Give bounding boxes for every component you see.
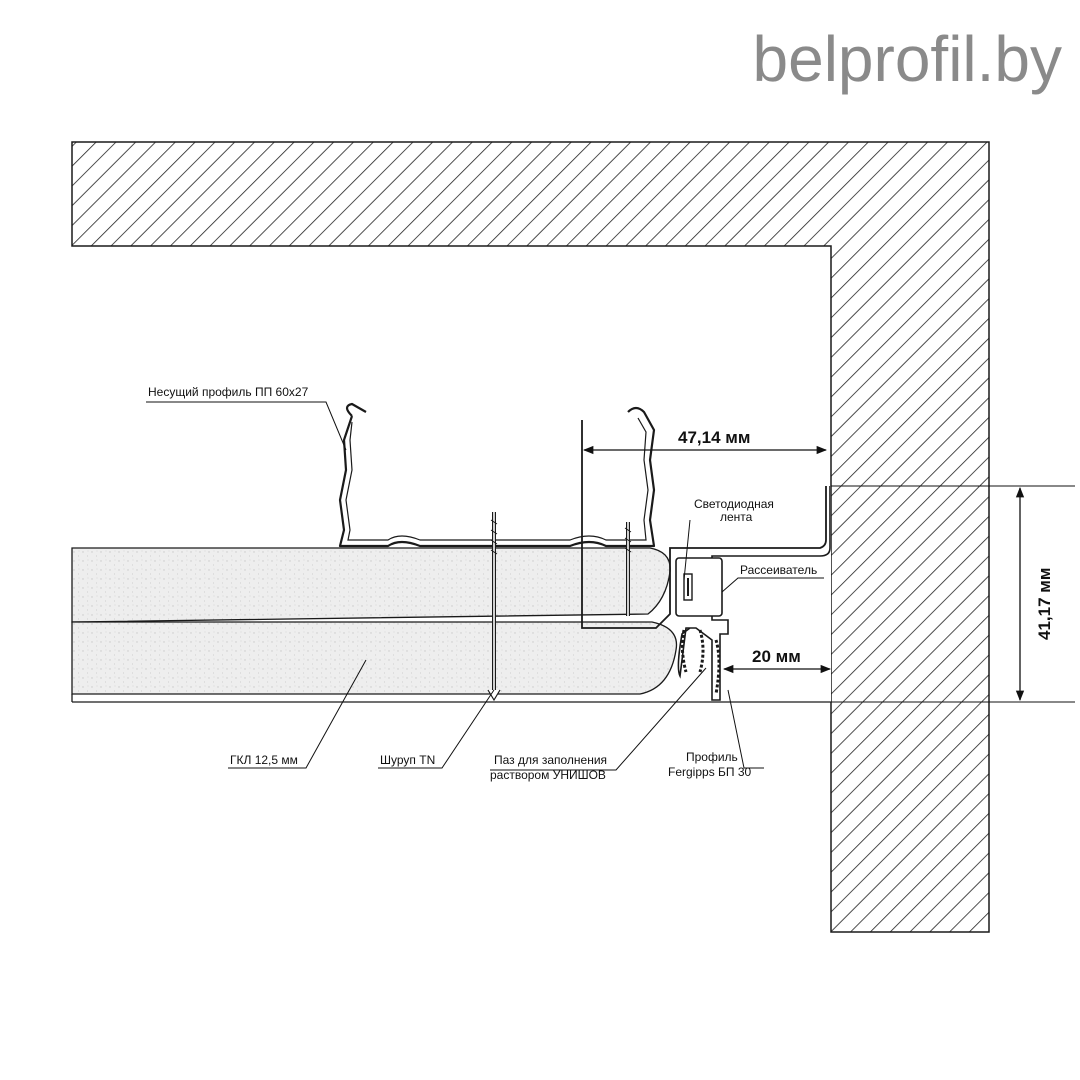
dimension-47: 47,14 мм: [678, 428, 750, 447]
leader-paz: [490, 667, 707, 771]
carrying-profile-pp: [338, 402, 656, 548]
screw-tn-left: [487, 512, 501, 702]
dimension-41: 41,17 мм: [1035, 568, 1054, 640]
gkl-board-bottom: [71, 621, 678, 695]
label-nesushchiy: Несущий профиль ПП 60х27: [148, 385, 309, 399]
filling-groove: [680, 629, 721, 695]
led-diffuser: [675, 557, 723, 617]
label-svetodiod-1: Светодиодная: [694, 497, 774, 511]
leader-gkl: [228, 659, 367, 769]
label-svetodiod-2: лента: [720, 510, 753, 524]
label-rasseivatel: Рассеиватель: [740, 563, 817, 577]
label-paz-1: Паз для заполнения: [494, 753, 607, 767]
label-shurup: Шуруп TN: [380, 753, 435, 767]
label-profil-1: Профиль: [686, 750, 738, 764]
gkl-board-top: [71, 547, 671, 623]
leader-shurup: [378, 689, 495, 769]
leader-profil: [727, 689, 764, 769]
niche-cut: [824, 486, 831, 702]
fergipps-profile: [581, 420, 827, 629]
dimension-20: 20 мм: [752, 647, 801, 666]
leader-nesushchiy: [146, 401, 347, 451]
leader-rasseivatel: [721, 577, 824, 593]
brand-logo[interactable]: belprofil.by: [752, 23, 1063, 95]
label-paz-2: раствором УНИШОВ: [490, 768, 606, 782]
screw-tn-right: [624, 522, 632, 616]
leader-svetodiod: [683, 519, 691, 581]
label-profil-2: Fergipps БП 30: [668, 765, 752, 779]
label-gkl: ГКЛ 12,5 мм: [230, 753, 298, 767]
ceiling-slab: [71, 141, 990, 933]
